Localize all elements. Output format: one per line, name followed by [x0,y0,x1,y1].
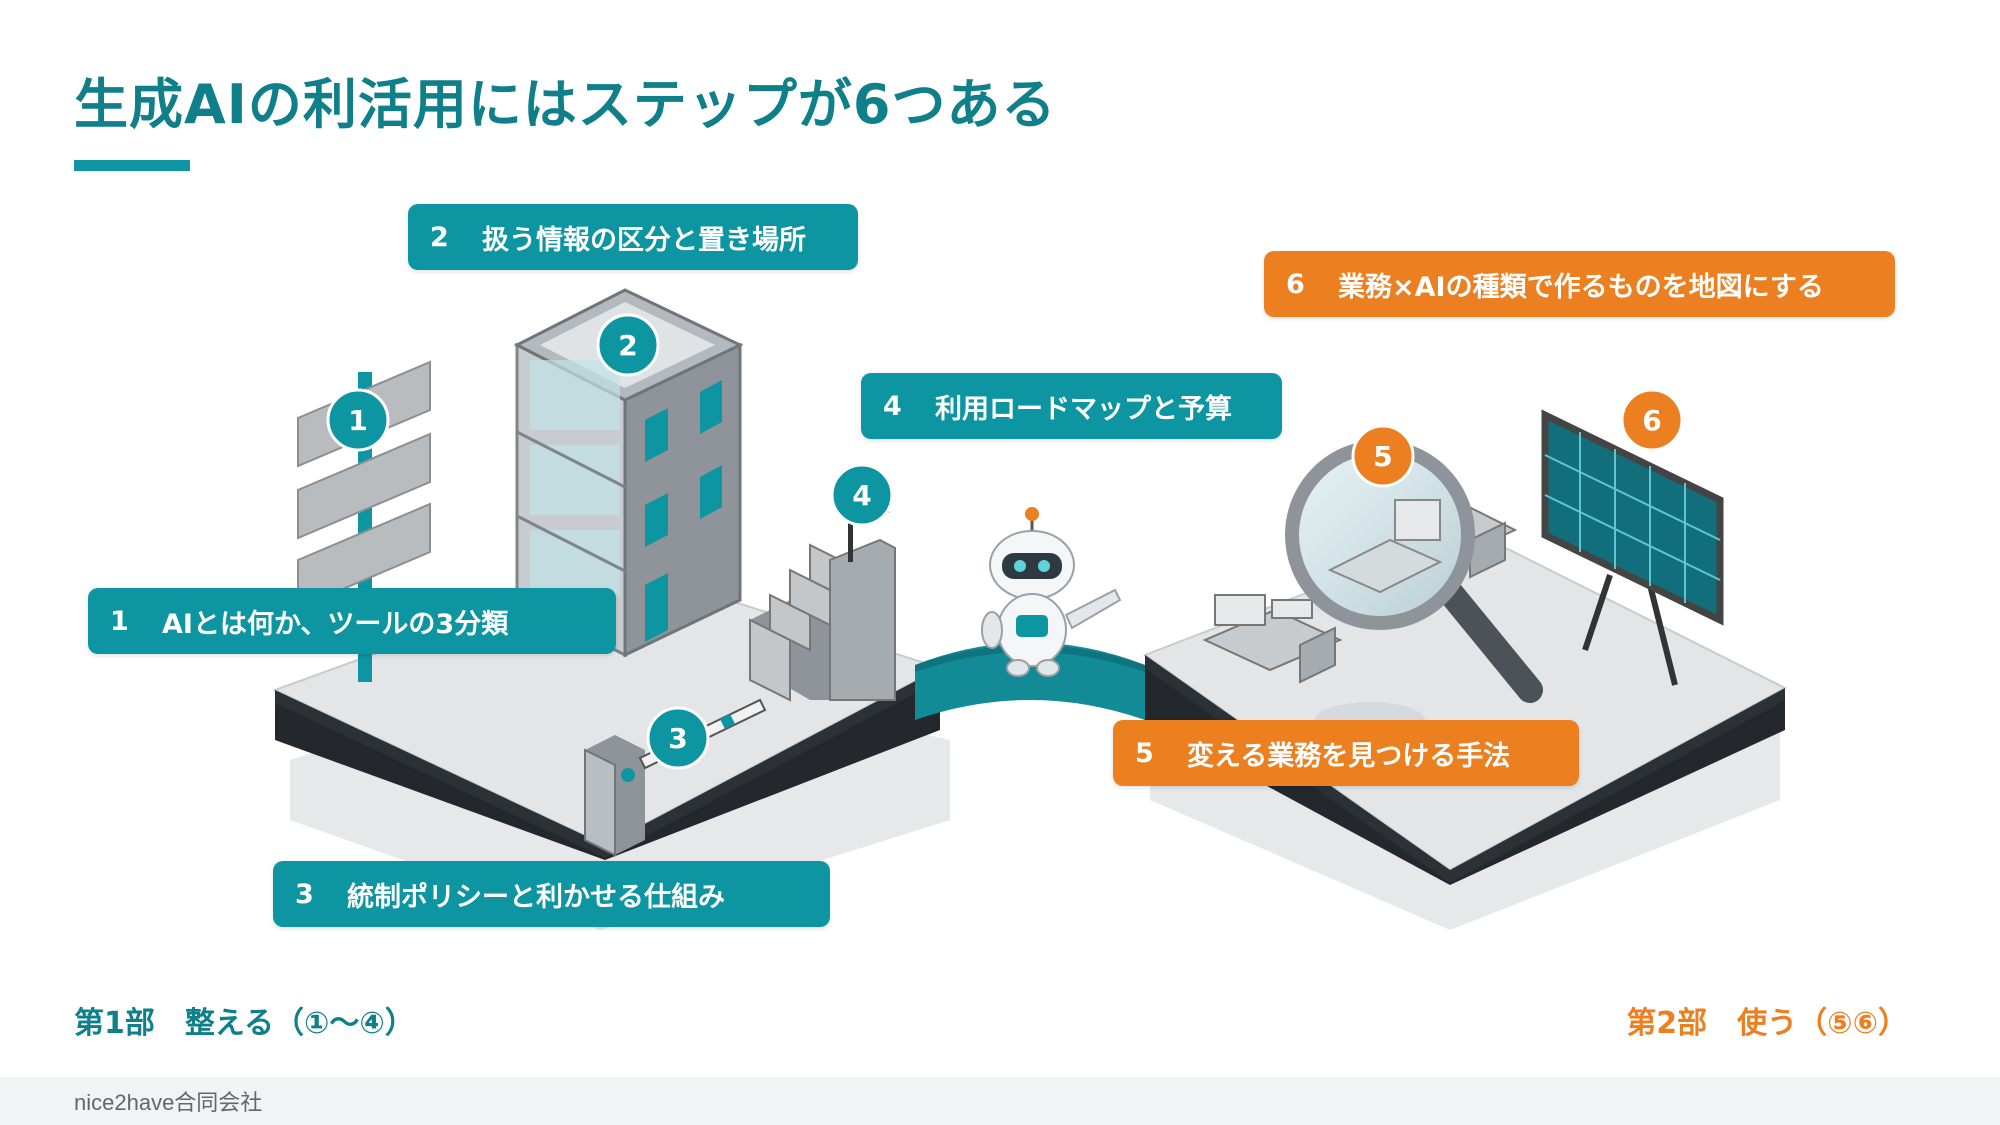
stairs [749,500,896,702]
step-text: 統制ポリシーと利かせる仕組み [347,881,725,913]
step-number: 2 [430,221,449,253]
robot [981,507,1122,677]
title-underline [74,160,190,171]
page-title: 生成AIの利活用にはステップが6つある [74,73,1057,136]
bridge [915,642,1145,720]
step-number: 3 [295,878,314,910]
badge-3: 3 [646,706,710,770]
badge-5-number: 5 [1373,440,1392,473]
step-text: 業務×AIの種類で作るものを地図にする [1338,271,1824,303]
badge-4-number: 4 [852,479,871,512]
step-number: 4 [883,390,902,422]
step-label-2: 2 扱う情報の区分と置き場所 [408,204,858,270]
badge-6: 6 [1620,388,1684,452]
badge-3-number: 3 [668,722,687,755]
step-number: 6 [1286,268,1305,300]
step-number: 5 [1135,737,1154,769]
magnifier [1285,440,1543,703]
step-number: 1 [110,605,129,637]
step-label-3: 3 統制ポリシーと利かせる仕組み [273,861,830,927]
badge-6-number: 6 [1642,404,1661,437]
step-label-1: 1 AIとは何か、ツールの3分類 [88,588,616,654]
badge-5: 5 [1351,424,1415,488]
step-text: AIとは何か、ツールの3分類 [162,608,509,640]
step-label-5: 5 変える業務を見つける手法 [1113,720,1579,786]
step-text: 変える業務を見つける手法 [1187,740,1511,772]
part-2-label: 第2部 使う（⑤⑥） [1626,1006,1908,1041]
badge-4: 4 [830,463,894,527]
footer-bar [0,1077,2000,1125]
step-text: 利用ロードマップと予算 [935,393,1232,425]
step-label-4: 4 利用ロードマップと予算 [861,373,1282,439]
company-name: nice2have合同会社 [74,1090,263,1115]
badge-1-number: 1 [348,404,367,437]
step-text: 扱う情報の区分と置き場所 [482,224,806,256]
step-label-6: 6 業務×AIの種類で作るものを地図にする [1264,251,1895,317]
part-1-label: 第1部 整える（①〜④） [74,1006,415,1041]
grid-board [1541,409,1724,686]
badge-1: 1 [326,388,390,452]
badge-2: 2 [596,313,660,377]
badge-2-number: 2 [618,329,637,362]
